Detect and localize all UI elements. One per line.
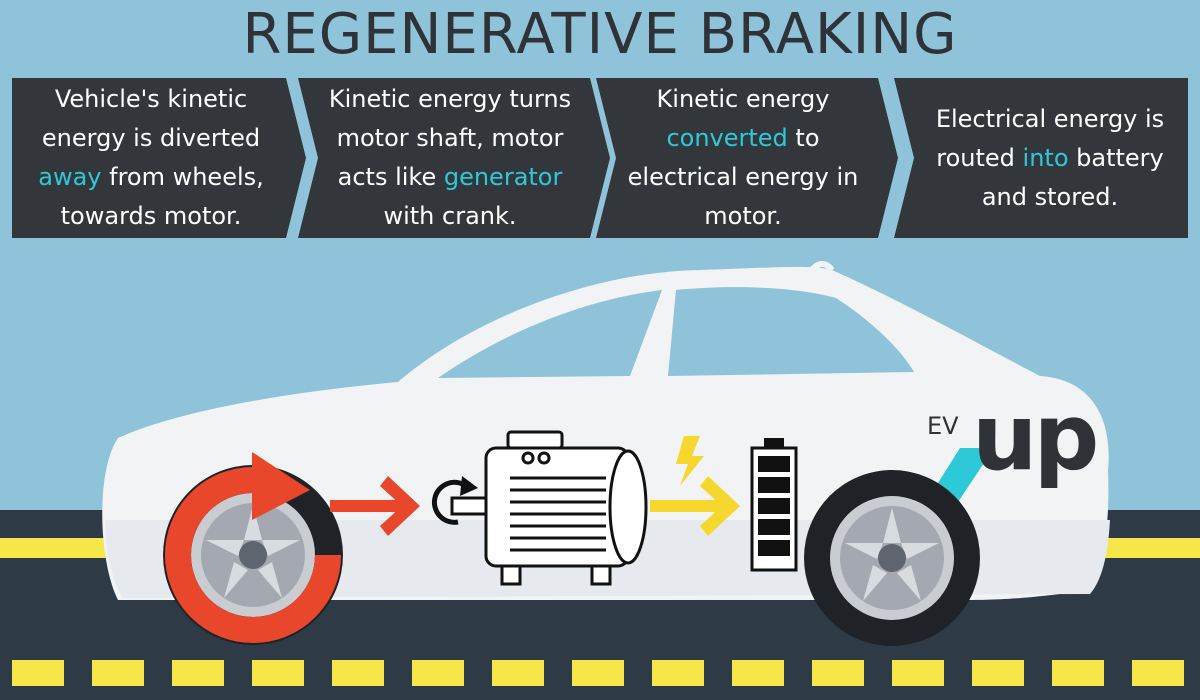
step-3-text: Kinetic energy converted to electrical e… bbox=[627, 85, 859, 230]
step-2-text: Kinetic energy turns motor shaft, motor … bbox=[328, 85, 572, 230]
step-1-text: Vehicle's kinetic energy is diverted awa… bbox=[38, 85, 264, 230]
step-panel-2 bbox=[298, 78, 610, 238]
lane-dashes bbox=[12, 660, 1184, 686]
motor-icon bbox=[484, 430, 648, 586]
rotation-arrow-icon bbox=[165, 452, 341, 643]
lightning-bolt-icon bbox=[676, 436, 704, 486]
step-2-highlight: generator bbox=[443, 163, 563, 191]
logo-main: up bbox=[972, 384, 1099, 491]
step-panel-4 bbox=[894, 78, 1188, 238]
flow-arrow-icon bbox=[330, 476, 420, 536]
step-panel-3 bbox=[596, 78, 898, 238]
step-panel-1 bbox=[12, 78, 306, 238]
rear-window bbox=[438, 290, 662, 378]
rotation-icon bbox=[431, 476, 494, 525]
step-4-text: Electrical energy is routed into battery… bbox=[935, 104, 1165, 211]
front-wheel bbox=[804, 470, 980, 646]
front-window bbox=[668, 287, 914, 376]
battery-icon bbox=[750, 438, 798, 572]
flow-arrow-icon bbox=[650, 476, 740, 536]
page-title: REGENERATIVE BRAKING bbox=[242, 2, 958, 67]
step-1-highlight: away bbox=[38, 163, 102, 191]
step-4-highlight: into bbox=[1022, 143, 1069, 172]
step-3-highlight: converted bbox=[666, 124, 788, 152]
roof-line bbox=[809, 261, 835, 272]
logo-prefix: EV bbox=[927, 412, 959, 440]
